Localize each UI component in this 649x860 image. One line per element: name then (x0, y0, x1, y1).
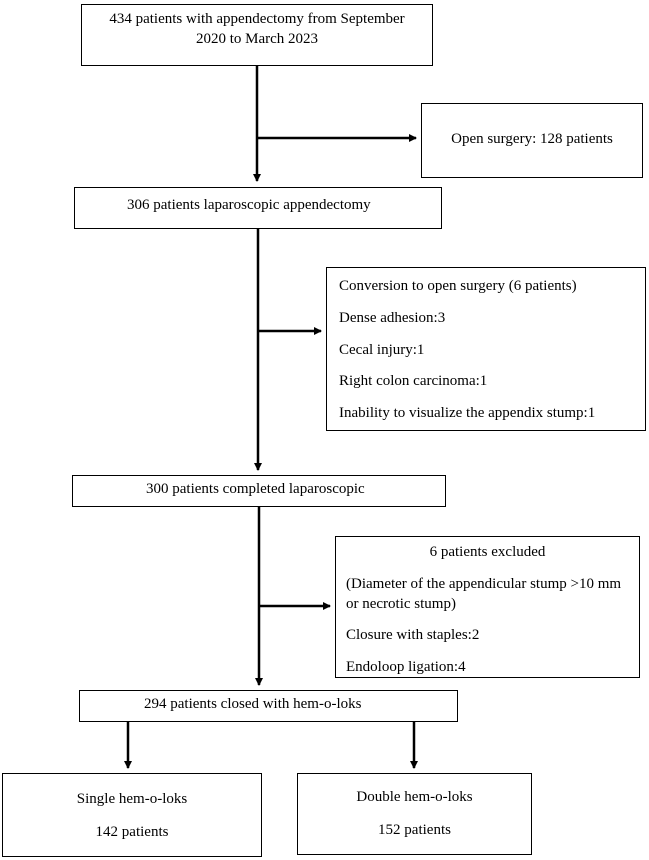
laparoscopic-box: 306 patients laparoscopic appendectomy (74, 187, 442, 229)
closed-text: 294 patients closed with hem-o-loks (144, 696, 362, 712)
double-count: 152 patients (378, 821, 451, 838)
open-surgery-box: Open surgery: 128 patients (421, 103, 643, 178)
laparoscopic-text: 306 patients laparoscopic appendectomy (127, 197, 371, 213)
single-box: Single hem-o-loks 142 patients (2, 773, 262, 857)
start-box: 434 patients with appendectomy from Sept… (81, 4, 433, 66)
excluded-item: Closure with staples:2 (346, 627, 480, 644)
conversion-box: Conversion to open surgery (6 patients) … (326, 267, 646, 431)
start-line-1: 434 patients with appendectomy from Sept… (109, 11, 405, 27)
single-label: Single hem-o-loks (76, 791, 188, 807)
conversion-item: Inability to visualize the appendix stum… (339, 405, 596, 422)
excluded-reason-line-2: or necrotic stump) (346, 595, 456, 612)
excluded-title: 6 patients excluded (429, 544, 546, 560)
completed-box: 300 patients completed laparoscopic (72, 475, 446, 507)
conversion-item: Right colon carcinoma:1 (339, 373, 488, 390)
completed-text: 300 patients completed laparoscopic (146, 481, 365, 497)
closed-box: 294 patients closed with hem-o-loks (79, 690, 458, 722)
excluded-item: Endoloop ligation:4 (346, 659, 466, 676)
double-label: Double hem-o-loks (356, 789, 473, 805)
excluded-box: 6 patients excluded (Diameter of the app… (335, 536, 640, 678)
conversion-title: Conversion to open surgery (6 patients) (339, 278, 577, 294)
conversion-item: Cecal injury:1 (339, 341, 425, 358)
single-count: 142 patients (95, 823, 169, 840)
double-box: Double hem-o-loks 152 patients (297, 773, 532, 855)
open-surgery-text: Open surgery: 128 patients (451, 131, 613, 147)
start-line-2: 2020 to March 2023 (195, 30, 319, 47)
conversion-item: Dense adhesion:3 (339, 309, 446, 326)
excluded-reason-line-1: (Diameter of the appendicular stump >10 … (346, 575, 622, 592)
